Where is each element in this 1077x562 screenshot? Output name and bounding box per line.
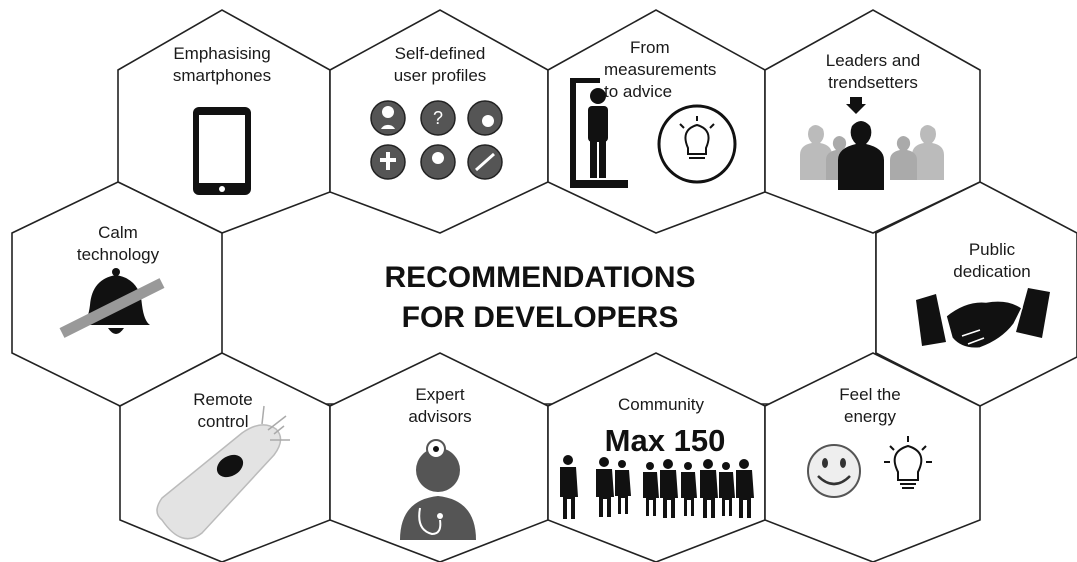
label-expert: Expert advisors — [380, 384, 500, 428]
label-line: technology — [76, 245, 160, 264]
label-energy: Feel the energy — [810, 384, 930, 428]
leader-crowd-icon — [800, 97, 944, 190]
height-scale-lightbulb-icon — [570, 78, 737, 188]
diagram-title: RECOMMENDATIONS FOR DEVELOPERS — [290, 258, 790, 338]
crowd-silhouettes-icon — [560, 455, 754, 519]
label-line: trendsetters — [828, 73, 918, 92]
label-line: user profiles — [393, 66, 487, 85]
label-line: dedication — [953, 262, 1031, 281]
label-public: Public dedication — [927, 239, 1057, 283]
label-line: Remote — [193, 390, 253, 409]
label-leaders: Leaders and trendsetters — [808, 50, 938, 94]
label-line: Public — [968, 240, 1016, 259]
label-smartphones: Emphasising smartphones — [162, 43, 282, 87]
label-line: energy — [844, 407, 896, 426]
label-line: Calm — [98, 223, 138, 242]
label-line: measurements — [604, 60, 717, 79]
doctor-icon — [400, 439, 476, 540]
hex-energy — [764, 352, 981, 562]
label-line: Self-defined — [394, 44, 486, 63]
title-line-2: FOR DEVELOPERS — [401, 301, 679, 334]
label-line: to advice — [604, 82, 673, 101]
svg-text:?: ? — [433, 108, 443, 128]
remote-control-icon — [156, 405, 290, 540]
label-line: advisors — [408, 407, 472, 426]
label-line: smartphones — [172, 66, 272, 85]
user-avatars-icon: ? — [370, 100, 503, 180]
label-line: Feel the — [839, 385, 901, 404]
label-remote: Remote control — [163, 389, 283, 433]
label-line: Expert — [415, 385, 465, 404]
label-measurements: From measurements to advice — [604, 37, 764, 103]
label-line: Emphasising — [173, 44, 271, 63]
tablet-icon — [193, 107, 251, 195]
label-line: Community — [618, 395, 704, 414]
label-line: From — [630, 38, 670, 57]
handshake-icon — [916, 288, 1050, 351]
label-profiles: Self-defined user profiles — [380, 43, 500, 87]
label-community: Community — [596, 394, 726, 416]
title-line-1: RECOMMENDATIONS — [384, 261, 696, 294]
community-max-label: Max 150 — [604, 423, 726, 458]
smiley-lightbulb-icon — [807, 436, 932, 498]
hex-public — [875, 181, 1077, 407]
label-line: Leaders and — [825, 51, 921, 70]
label-calm: Calm technology — [58, 222, 178, 266]
muted-bell-icon — [59, 268, 165, 338]
label-line: control — [197, 412, 249, 431]
